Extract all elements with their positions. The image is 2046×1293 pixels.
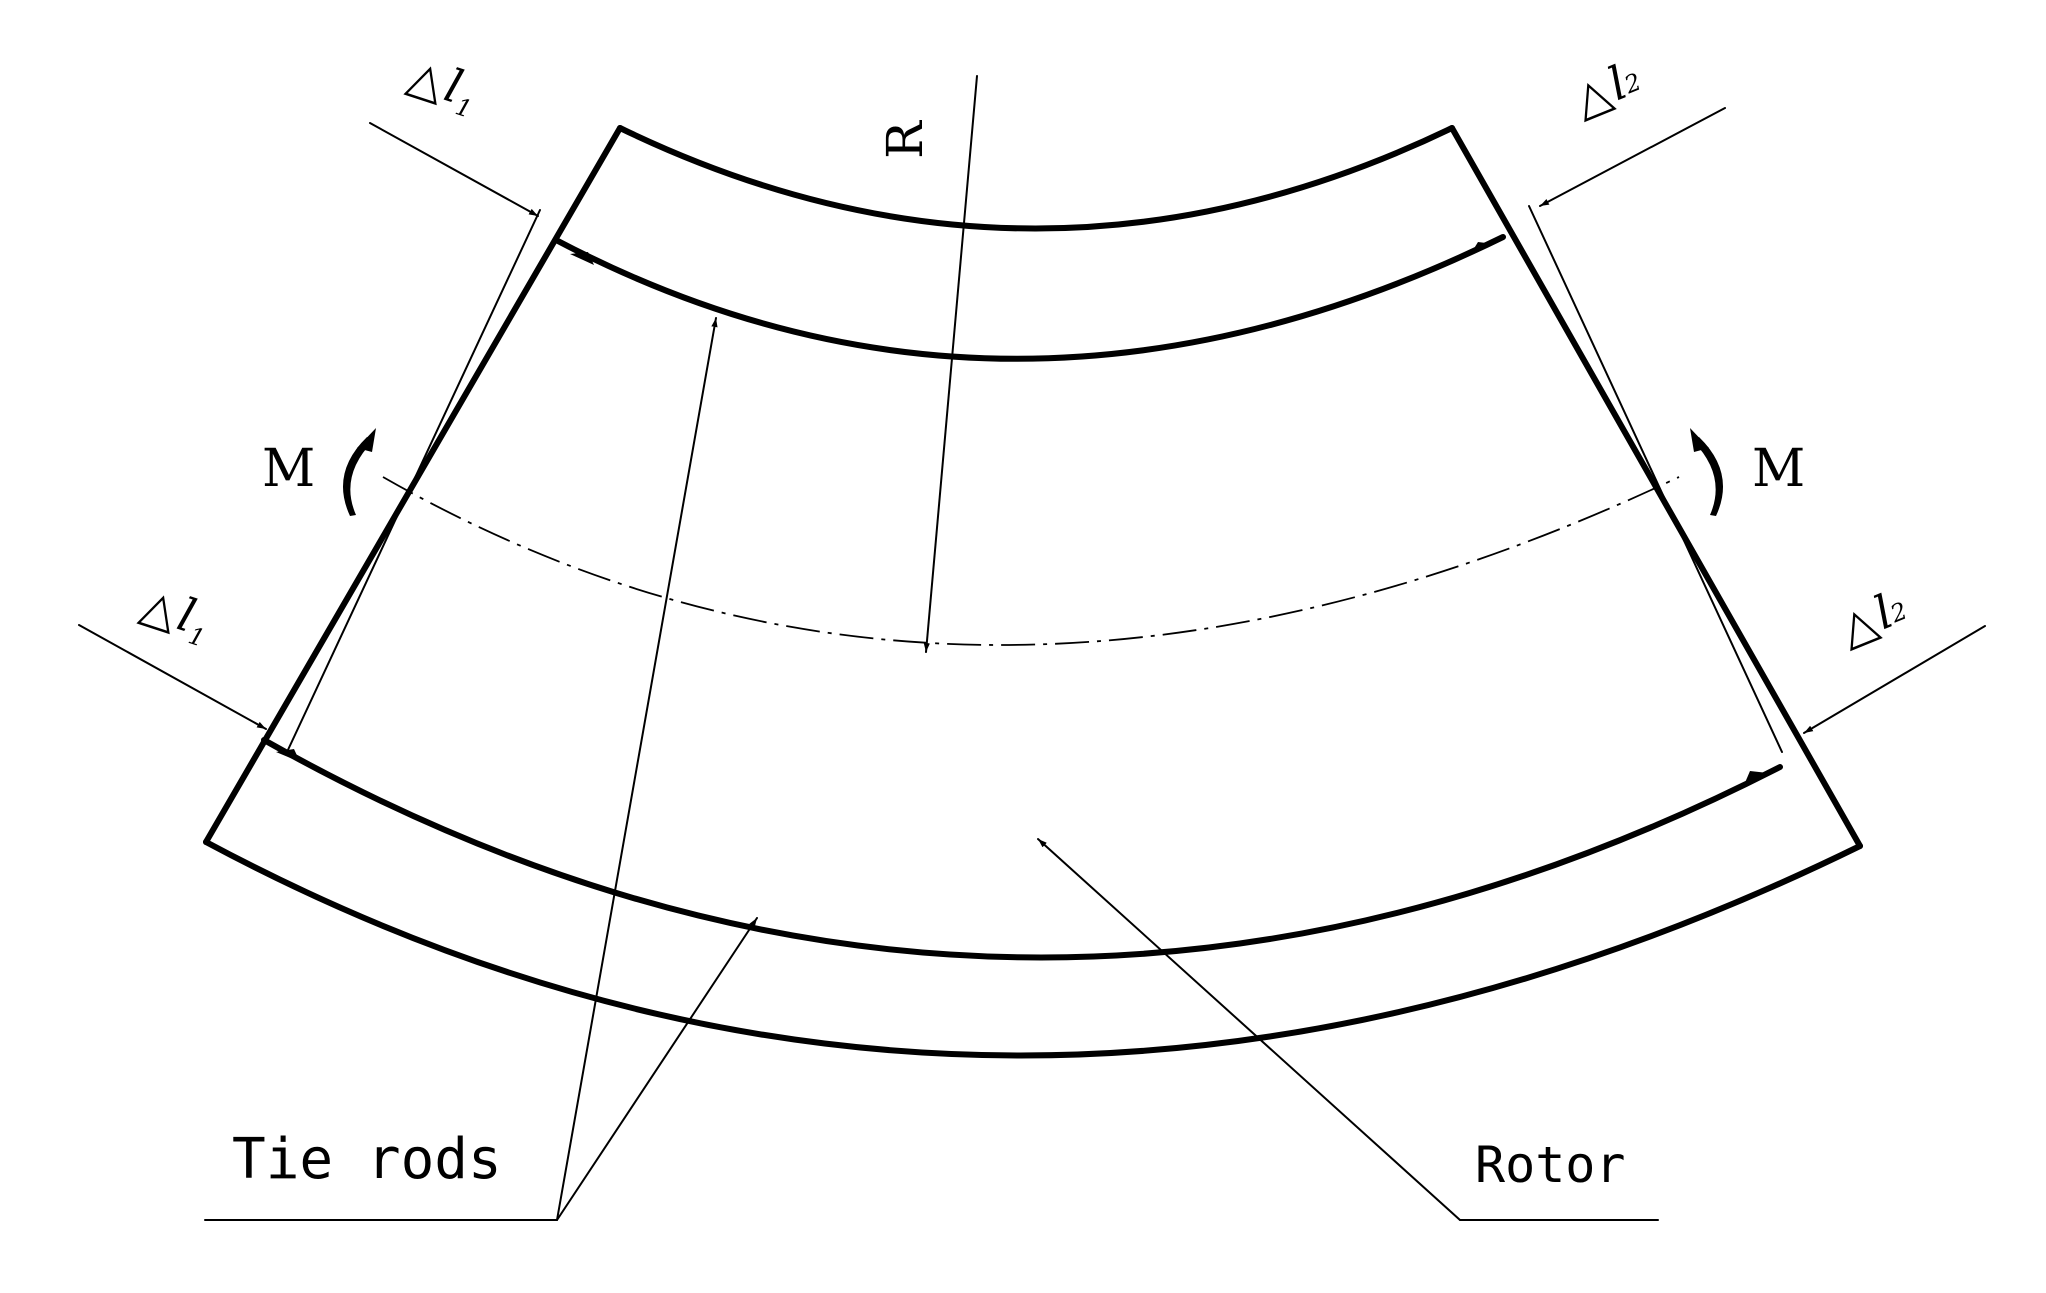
moment-left-arrow — [342, 437, 373, 516]
rotor-bottom-edge — [203, 839, 1863, 1059]
tie-rod-end-arrowhead — [1470, 242, 1494, 255]
tie-rod-end-arrowhead — [276, 749, 300, 762]
delta-l2-lower-leader — [1803, 625, 1986, 734]
moment-right-arrow — [1693, 437, 1724, 516]
moment-right-label: M — [1752, 439, 1805, 499]
lower-tie-rod — [261, 737, 1783, 961]
delta-l1-lower-label: △ l 1 — [135, 577, 209, 653]
delta-l1-upper-leader — [369, 122, 539, 217]
tie-rods-leader-upper — [556, 317, 718, 1221]
rotor-top-edge — [617, 125, 1455, 232]
tie-rods-leader-lower — [556, 917, 758, 1221]
left-reference-line — [286, 209, 541, 753]
upper-tie-rod — [553, 234, 1506, 362]
tie-rod-end-arrowhead — [1744, 771, 1768, 785]
delta-l1-lower-leader — [78, 624, 267, 730]
moment-left-arrowhead — [357, 428, 376, 452]
tie-rod-end-arrowhead — [570, 252, 594, 265]
delta-l2-lower-label: △ l 2 — [1832, 585, 1911, 657]
delta-l1-upper-label: △ l 1 — [402, 48, 476, 124]
radius-arrow — [923, 75, 978, 653]
rotor-left-edge — [203, 125, 623, 845]
right-reference-line — [1528, 205, 1783, 753]
radius-label: R — [876, 120, 934, 159]
neutral-axis-centerline — [382, 476, 1680, 646]
delta-l2-upper-leader — [1539, 107, 1726, 207]
delta-l2-upper-label: △ l 2 — [1566, 56, 1645, 128]
tie-rods-label: Tie rods — [232, 1127, 502, 1192]
rotor-leader — [1037, 838, 1461, 1221]
moment-right-arrowhead — [1690, 428, 1709, 452]
moment-left-label: M — [262, 439, 315, 499]
rotor-label: Rotor — [1475, 1136, 1626, 1194]
